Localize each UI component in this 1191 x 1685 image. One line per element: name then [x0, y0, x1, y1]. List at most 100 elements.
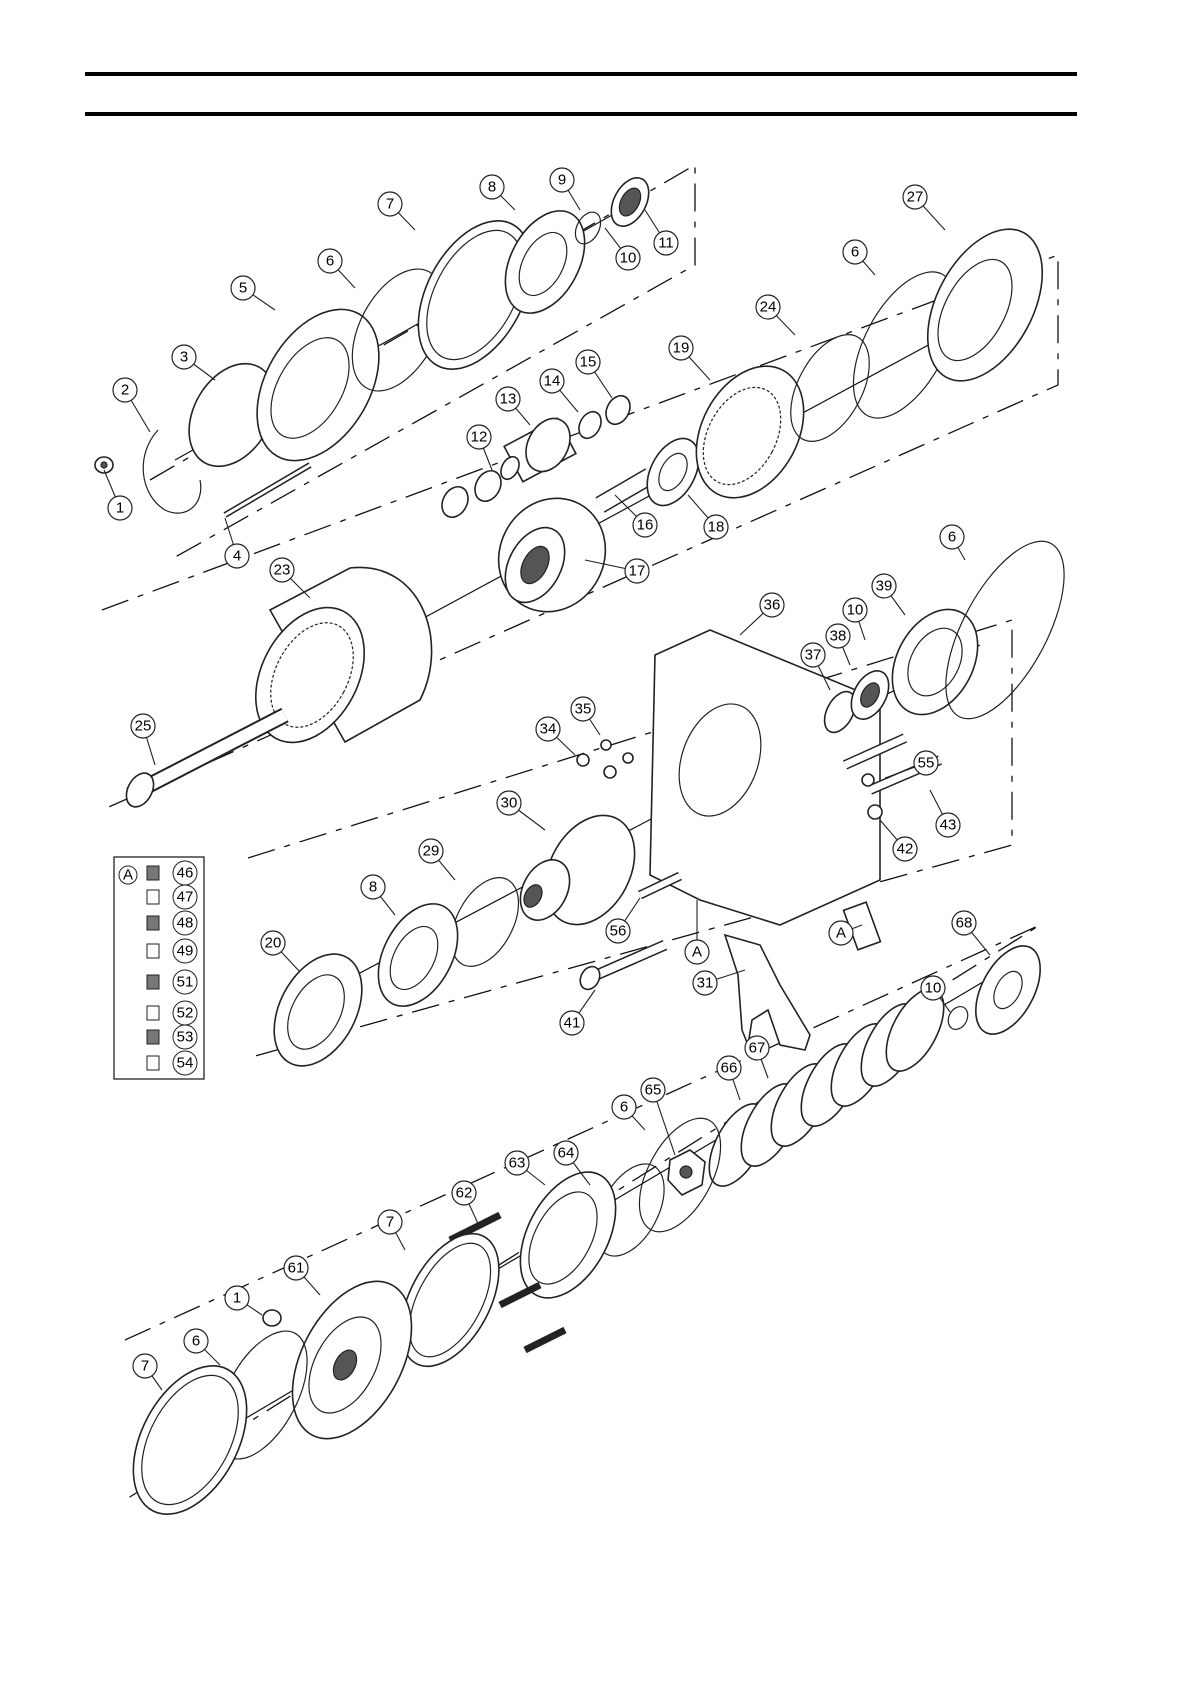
callout-65: 65 — [641, 1078, 665, 1102]
callout-68: 68 — [952, 911, 976, 935]
callout-label: 8 — [488, 179, 496, 196]
callout-29: 29 — [419, 839, 443, 863]
callout-A: A — [685, 940, 709, 964]
inset-callout-label: 46 — [177, 865, 194, 882]
callout-label: A — [692, 944, 702, 961]
callout-label: 36 — [764, 597, 781, 614]
callout-label: 39 — [876, 578, 893, 595]
callout-64: 64 — [554, 1141, 578, 1165]
inset-part-47 — [147, 890, 159, 904]
callout-37: 37 — [801, 643, 825, 667]
callout-31: 31 — [693, 971, 717, 995]
inset-callout-label: 48 — [177, 915, 194, 932]
callout-label: 61 — [288, 1260, 305, 1277]
callout-42: 42 — [893, 837, 917, 861]
callout-label: 41 — [564, 1015, 581, 1032]
callout-38: 38 — [826, 624, 850, 648]
callout-label: 6 — [326, 253, 334, 270]
callout-34: 34 — [536, 717, 560, 741]
callout-label: 64 — [558, 1145, 575, 1162]
part-7-gasket-lower — [110, 1347, 270, 1533]
callout-6: 6 — [940, 525, 964, 549]
part-1-plug-lower — [263, 1310, 281, 1326]
part-19-ring-gear — [675, 348, 825, 517]
part-30-motor-hub — [511, 800, 653, 940]
inset-valve-detail: A4647484951525354 — [114, 857, 204, 1079]
callout-12: 12 — [467, 425, 491, 449]
callout-label: 35 — [575, 701, 592, 718]
callout-62: 62 — [452, 1181, 476, 1205]
callout-label: A — [836, 925, 846, 942]
callout-label: 42 — [897, 841, 914, 858]
callout-1: 1 — [225, 1286, 249, 1310]
callout-label: 6 — [851, 244, 859, 261]
inset-part-54 — [147, 1056, 159, 1070]
part-16-shaft — [600, 476, 650, 505]
inset-callout-46: 46 — [173, 861, 197, 885]
callout-label: 30 — [501, 795, 518, 812]
inset-key-label: A — [123, 867, 133, 884]
callout-55: 55 — [914, 751, 938, 775]
part-65-nut — [668, 1150, 705, 1195]
part-10-circlip-lower — [944, 1003, 971, 1033]
part-63-piston — [501, 1156, 635, 1314]
callout-label: 6 — [192, 1333, 200, 1350]
part-68-disc — [963, 935, 1054, 1044]
callout-label: 67 — [749, 1040, 766, 1057]
callout-16: 16 — [633, 513, 657, 537]
callout-10: 10 — [843, 598, 867, 622]
callout-19: 19 — [669, 336, 693, 360]
callout-6: 6 — [843, 240, 867, 264]
callout-label: 7 — [386, 1214, 394, 1231]
callout-label: 38 — [830, 628, 847, 645]
callout-label: 3 — [180, 349, 188, 366]
inset-callout-49: 49 — [173, 939, 197, 963]
part-27-housing-cover — [904, 210, 1066, 400]
callout-label: 63 — [509, 1155, 526, 1172]
callout-6: 6 — [612, 1095, 636, 1119]
part-11-bearing-upper — [604, 172, 657, 233]
inset-callout-51: 51 — [173, 970, 197, 994]
callout-36: 36 — [760, 593, 784, 617]
callout-label: 65 — [645, 1082, 662, 1099]
callout-label: 66 — [721, 1060, 738, 1077]
callout-27: 27 — [903, 185, 927, 209]
callout-label: 4 — [233, 548, 241, 565]
callout-6: 6 — [184, 1329, 208, 1353]
callout-25: 25 — [131, 714, 155, 738]
callout-11: 11 — [654, 231, 678, 255]
callout-label: 31 — [697, 975, 714, 992]
callout-label: 18 — [708, 519, 725, 536]
callout-label: 1 — [116, 500, 124, 517]
callout-23: 23 — [270, 558, 294, 582]
callout-label: 55 — [918, 755, 935, 772]
callout-label: 10 — [847, 602, 864, 619]
callout-label: 11 — [658, 235, 674, 252]
callout-label: 16 — [637, 517, 654, 534]
callout-label: 1 — [233, 1290, 241, 1307]
callout-18: 18 — [704, 515, 728, 539]
callout-label: 13 — [500, 391, 517, 408]
callout-20: 20 — [261, 931, 285, 955]
callout-2: 2 — [113, 378, 137, 402]
callout-15: 15 — [576, 350, 600, 374]
part-31-plate — [725, 935, 810, 1050]
callout-43: 43 — [936, 813, 960, 837]
inset-part-53 — [147, 1030, 159, 1044]
callout-label: 10 — [620, 250, 637, 267]
inset-callout-label: 52 — [177, 1005, 194, 1022]
callout-label: 10 — [925, 980, 942, 997]
callout-label: 8 — [369, 879, 377, 896]
callout-label: 62 — [456, 1185, 473, 1202]
callout-label: 24 — [760, 299, 777, 316]
inset-callout-label: 51 — [177, 974, 194, 991]
callout-7: 7 — [378, 192, 402, 216]
callout-56: 56 — [606, 919, 630, 943]
inset-callout-54: 54 — [173, 1051, 197, 1075]
callout-8: 8 — [361, 875, 385, 899]
inset-key: A — [119, 866, 137, 884]
callout-label: 29 — [423, 843, 440, 860]
callout-label: 6 — [620, 1099, 628, 1116]
callout-label: 12 — [471, 429, 488, 446]
